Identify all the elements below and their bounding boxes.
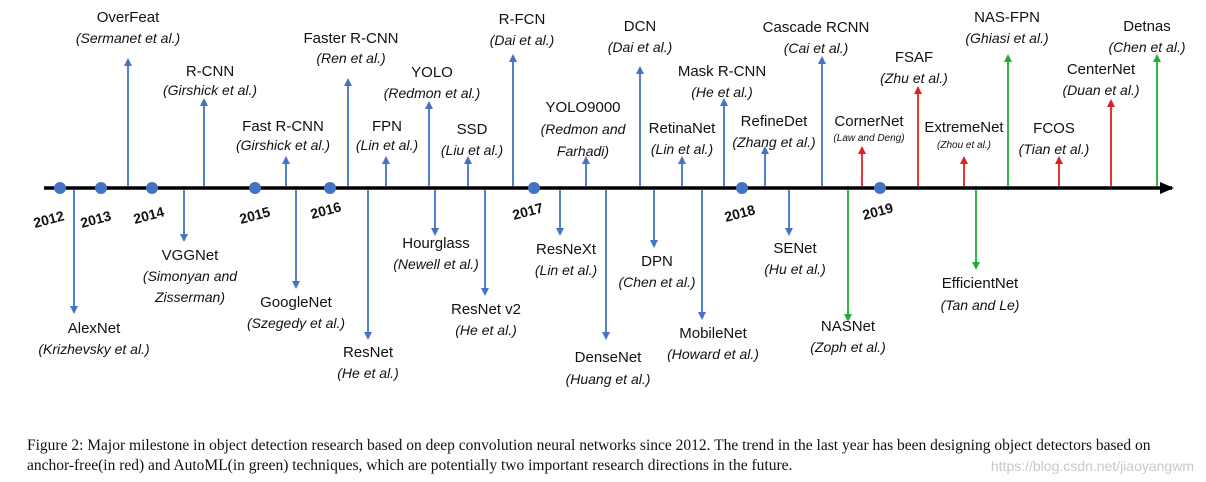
milestone-authors-resnet-v2: (He et al.): [455, 322, 516, 338]
milestone-authors-mask-r-cnn: (He et al.): [691, 84, 752, 100]
year-dot-2014: [146, 182, 158, 194]
year-dot-2012: [54, 182, 66, 194]
milestone-authors-retinanet: (Lin et al.): [651, 141, 713, 157]
year-dot-2013: [95, 182, 107, 194]
watermark-url: https://blog.csdn.net/jiaoyangwm: [990, 458, 1194, 474]
milestone-name-densenet: DenseNet: [575, 349, 643, 366]
year-label-2018: 2018: [723, 201, 757, 225]
milestone-authors-nasnet: (Zoph et al.): [810, 339, 885, 355]
year-label-2012: 2012: [32, 207, 66, 231]
milestone-authors-refinedet: (Zhang et al.): [732, 134, 815, 150]
milestone-authors-cascade-rcnn: (Cai et al.): [784, 40, 849, 56]
milestone-authors-r-fcn: (Dai et al.): [490, 32, 555, 48]
figure-caption: Figure 2: Major milestone in object dete…: [27, 437, 1151, 474]
milestone-name-resnext: ResNeXt: [536, 241, 597, 258]
milestone-name-resnet-v2: ResNet v2: [451, 301, 521, 318]
milestone-name-googlenet: GoogleNet: [260, 294, 333, 311]
milestone-authors-dcn: (Dai et al.): [608, 39, 673, 55]
year-dot-2016: [324, 182, 336, 194]
milestone-authors-fast-r-cnn: (Girshick et al.): [236, 137, 330, 153]
milestone-authors-cont-yolo9000: Farhadi): [557, 143, 609, 159]
milestone-authors-googlenet: (Szegedy et al.): [247, 315, 345, 331]
milestone-name-vggnet: VGGNet: [162, 247, 220, 264]
milestone-name-faster-r-cnn: Faster R-CNN: [303, 30, 398, 47]
milestone-name-resnet: ResNet: [343, 344, 394, 361]
milestone-name-detnas: Detnas: [1123, 18, 1171, 35]
milestone-authors-yolo9000: (Redmon and: [541, 121, 627, 137]
year-label-2015: 2015: [238, 203, 272, 227]
milestone-name-overfeat: OverFeat: [97, 9, 160, 26]
milestone-authors-faster-r-cnn: (Ren et al.): [316, 50, 385, 66]
milestone-name-cornernet: CornerNet: [834, 113, 904, 130]
milestone-authors-extremenet: (Zhou et al.): [937, 140, 991, 151]
milestone-authors-cornernet: (Law and Deng): [833, 133, 904, 144]
milestone-name-dpn: DPN: [641, 253, 673, 270]
year-dot-2015: [249, 182, 261, 194]
milestone-name-fsaf: FSAF: [895, 49, 933, 66]
milestone-authors-fsaf: (Zhu et al.): [880, 70, 948, 86]
milestone-authors-resnet: (He et al.): [337, 365, 398, 381]
milestone-authors-yolo: (Redmon et al.): [384, 85, 480, 101]
milestone-name-retinanet: RetinaNet: [649, 120, 717, 137]
year-dot-2017: [528, 182, 540, 194]
milestone-name-mobilenet: MobileNet: [679, 325, 747, 342]
year-label-2014: 2014: [132, 203, 166, 227]
milestone-name-r-cnn: R-CNN: [186, 63, 234, 80]
milestone-name-yolo9000: YOLO9000: [545, 99, 620, 116]
milestone-name-yolo: YOLO: [411, 64, 453, 81]
milestone-name-r-fcn: R-FCN: [499, 11, 546, 28]
milestone-authors-efficientnet: (Tan and Le): [941, 297, 1020, 313]
milestone-name-mask-r-cnn: Mask R-CNN: [678, 63, 766, 80]
year-label-2017: 2017: [511, 199, 545, 223]
milestone-authors-resnext: (Lin et al.): [535, 262, 597, 278]
milestone-name-dcn: DCN: [624, 18, 657, 35]
milestone-authors-senet: (Hu et al.): [764, 261, 825, 277]
year-dot-2019: [874, 182, 886, 194]
milestone-authors-fcos: (Tian et al.): [1019, 141, 1090, 157]
milestone-authors-detnas: (Chen et al.): [1108, 39, 1185, 55]
milestone-authors-vggnet: (Simonyan and: [143, 268, 238, 284]
milestone-name-centernet: CenterNet: [1067, 61, 1136, 78]
milestone-authors-overfeat: (Sermanet et al.): [76, 30, 180, 46]
milestone-authors-densenet: (Huang et al.): [566, 371, 651, 387]
milestone-authors-dpn: (Chen et al.): [618, 274, 695, 290]
year-label-2016: 2016: [309, 198, 343, 222]
year-label-2013: 2013: [79, 207, 113, 231]
milestone-authors-cont-vggnet: Zisserman): [154, 289, 225, 305]
timeline-diagram: 2012 2013 2014 2015 2016 2017 2018 2019 OverFea…: [32, 9, 1186, 387]
milestone-name-fcos: FCOS: [1033, 120, 1075, 137]
milestone-authors-ssd: (Liu et al.): [441, 142, 503, 158]
milestone-authors-hourglass: (Newell et al.): [393, 256, 479, 272]
year-label-2019: 2019: [861, 199, 895, 223]
milestone-authors-mobilenet: (Howard et al.): [667, 346, 759, 362]
year-dot-2018: [736, 182, 748, 194]
milestone-name-fast-r-cnn: Fast R-CNN: [242, 118, 324, 135]
milestone-authors-centernet: (Duan et al.): [1062, 82, 1139, 98]
milestone-authors-nas-fpn: (Ghiasi et al.): [965, 30, 1048, 46]
milestone-name-nas-fpn: NAS-FPN: [974, 9, 1040, 26]
milestone-name-hourglass: Hourglass: [402, 235, 470, 252]
milestone-name-alexnet: AlexNet: [68, 320, 121, 337]
milestone-name-nasnet: NASNet: [821, 318, 876, 335]
milestone-name-extremenet: ExtremeNet: [924, 119, 1004, 136]
milestone-name-senet: SENet: [773, 240, 817, 257]
milestone-name-cascade-rcnn: Cascade RCNN: [763, 19, 870, 36]
milestone-name-ssd: SSD: [457, 121, 488, 138]
milestone-name-efficientnet: EfficientNet: [942, 275, 1019, 292]
milestone-authors-fpn: (Lin et al.): [356, 137, 418, 153]
milestone-name-fpn: FPN: [372, 118, 402, 135]
milestone-authors-r-cnn: (Girshick et al.): [163, 82, 257, 98]
milestone-authors-alexnet: (Krizhevsky et al.): [38, 341, 149, 357]
milestone-name-refinedet: RefineDet: [741, 113, 809, 130]
